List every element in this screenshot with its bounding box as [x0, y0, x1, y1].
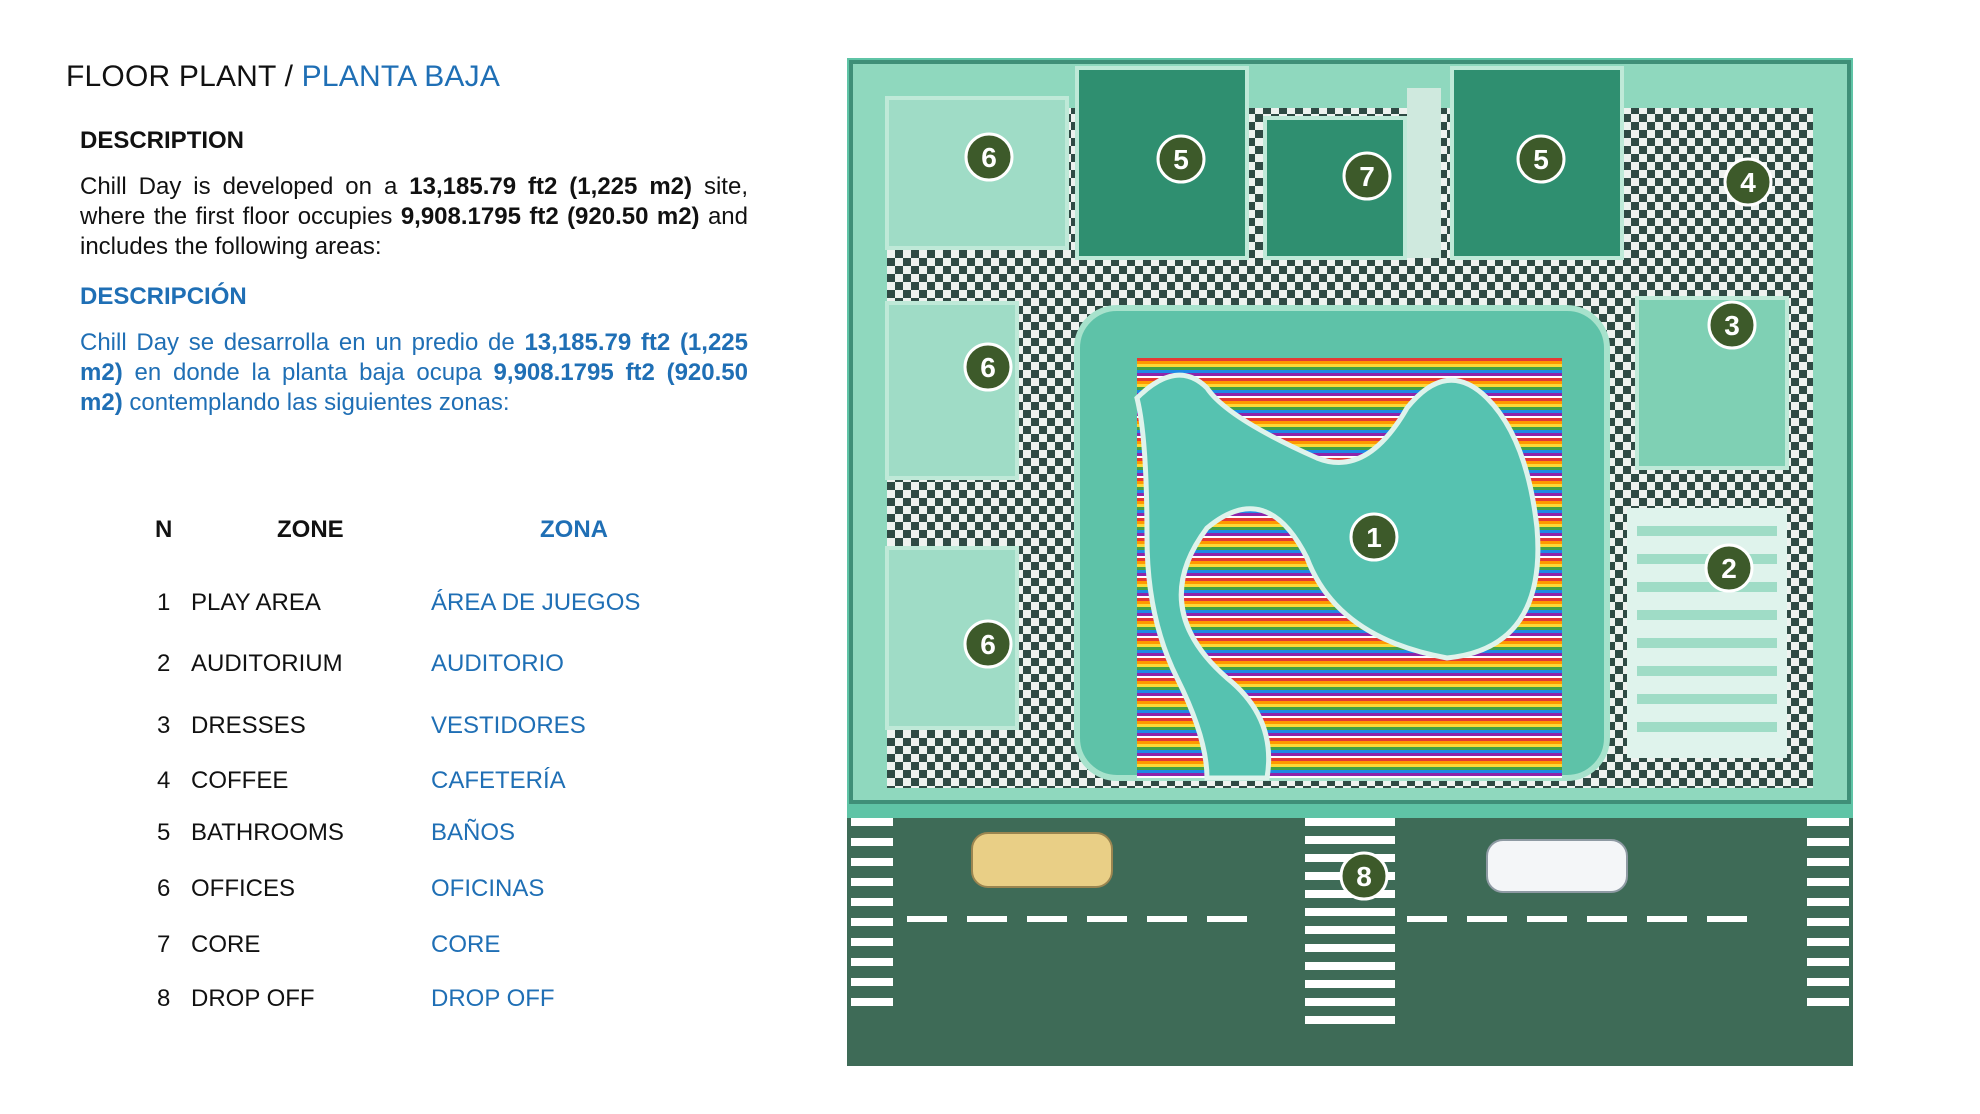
desc-en-text-2: site, where the first floor occupies [80, 173, 748, 230]
zone-markers: 6 5 7 5 4 3 6 1 2 6 8 [963, 132, 1773, 901]
desc-es-text-2: en donde la planta baja ocupa [122, 359, 494, 386]
stairs [1407, 88, 1441, 258]
row-number: 4 [157, 767, 171, 794]
marker-7: 7 [1342, 151, 1392, 201]
lane-markings [907, 916, 1747, 922]
marker-label: 2 [1721, 553, 1737, 584]
desc-es-floor-area: 9,908.1795 ft2 (920.50 m2) [80, 359, 748, 416]
office-top-left [885, 96, 1069, 250]
row-zone-es: CORE [431, 931, 501, 958]
table-row: 7 CORE CORE [0, 931, 760, 961]
desc-es-site-area: 13,185.79 ft2 (1,225 m2) [80, 329, 748, 386]
row-number: 3 [157, 712, 171, 739]
table-header-zone: ZONE [277, 516, 344, 543]
desc-en-text-1: Chill Day is developed on a [80, 173, 410, 200]
marker-4: 4 [1723, 157, 1773, 207]
table-row: 5 BATHROOMS BAÑOS [0, 819, 760, 849]
row-zone-es: VESTIDORES [431, 712, 586, 739]
marker-2: 2 [1704, 543, 1754, 593]
row-zone-es: OFICINAS [431, 875, 545, 902]
description-heading-es: DESCRIPCIÓN [80, 283, 247, 310]
table-row: 4 COFFEE CAFETERÍA [0, 767, 760, 797]
desc-en-floor-area: 9,908.1795 ft2 (920.50 m2) [400, 203, 700, 230]
row-zone-es: CAFETERÍA [431, 767, 566, 794]
table-row: 6 OFFICES OFICINAS [0, 875, 760, 905]
marker-label: 8 [1356, 861, 1372, 892]
desc-en-site-area: 13,185.79 ft2 (1,225 m2) [409, 173, 693, 200]
row-number: 7 [157, 931, 171, 958]
crosswalk-left [851, 818, 893, 1006]
row-zone-en: COFFEE [191, 767, 289, 794]
marker-8: 8 [1339, 851, 1389, 901]
row-number: 6 [157, 875, 171, 902]
row-zone-es: DROP OFF [431, 985, 555, 1012]
marker-label: 5 [1173, 144, 1189, 175]
row-zone-en: OFFICES [191, 875, 296, 902]
row-number: 8 [157, 985, 171, 1012]
table-row: 8 DROP OFF DROP OFF [0, 985, 760, 1015]
row-zone-en: PLAY AREA [191, 589, 321, 616]
desc-en-text-3: and includes the following areas: [80, 203, 748, 260]
marker-label: 5 [1533, 144, 1549, 175]
marker-1: 1 [1349, 512, 1399, 562]
marker-3: 3 [1707, 300, 1757, 350]
page-title: FLOOR PLANT / PLANTA BAJA [66, 60, 500, 94]
marker-6-top: 6 [964, 132, 1014, 182]
row-number: 1 [157, 589, 171, 616]
table-row: 1 PLAY AREA ÁREA DE JUEGOS [0, 589, 760, 619]
marker-label: 6 [980, 629, 996, 660]
car-right [1486, 839, 1628, 893]
table-header-zona: ZONA [540, 516, 608, 543]
desc-es-text-3: contemplando las siguientes zonas: [122, 389, 510, 416]
row-number: 2 [157, 650, 171, 677]
marker-6-middle: 6 [963, 342, 1013, 392]
marker-5-right: 5 [1516, 134, 1566, 184]
marker-label: 1 [1366, 522, 1382, 553]
office-left-upper [885, 301, 1019, 480]
table-header-n: N [155, 516, 173, 543]
marker-5-left: 5 [1156, 134, 1206, 184]
row-zone-en: CORE [191, 931, 261, 958]
row-zone-es: AUDITORIO [431, 650, 564, 677]
car-left [971, 832, 1113, 888]
marker-label: 4 [1740, 167, 1756, 198]
table-row: 3 DRESSES VESTIDORES [0, 712, 760, 742]
row-zone-es: ÁREA DE JUEGOS [431, 589, 641, 616]
title-es: PLANTA BAJA [301, 60, 501, 93]
table-row: 2 AUDITORIUM AUDITORIO [0, 650, 760, 680]
auditorium-seating [1627, 508, 1787, 758]
title-en: FLOOR PLANT [66, 60, 277, 93]
crosswalk-right [1807, 818, 1849, 1006]
row-zone-en: DROP OFF [191, 985, 315, 1012]
row-number: 5 [157, 819, 171, 846]
marker-label: 6 [980, 352, 996, 383]
marker-label: 6 [981, 142, 997, 173]
description-paragraph-es: Chill Day se desarrolla en un predio de … [80, 328, 748, 418]
floor-plan-rendering: 6 5 7 5 4 3 6 1 2 6 8 [847, 58, 1853, 1066]
winding-path [1134, 372, 1541, 781]
description-heading-en: DESCRIPTION [80, 127, 245, 154]
row-zone-en: BATHROOMS [191, 819, 344, 846]
marker-label: 3 [1724, 310, 1740, 341]
description-paragraph-en: Chill Day is developed on a 13,185.79 ft… [80, 172, 748, 262]
row-zone-es: BAÑOS [431, 819, 516, 846]
row-zone-en: DRESSES [191, 712, 306, 739]
desc-es-text-1: Chill Day se desarrolla en un predio de [80, 329, 525, 356]
marker-6-bottom: 6 [963, 619, 1013, 669]
title-separator: / [276, 60, 302, 93]
marker-label: 7 [1359, 161, 1375, 192]
row-zone-en: AUDITORIUM [191, 650, 343, 677]
